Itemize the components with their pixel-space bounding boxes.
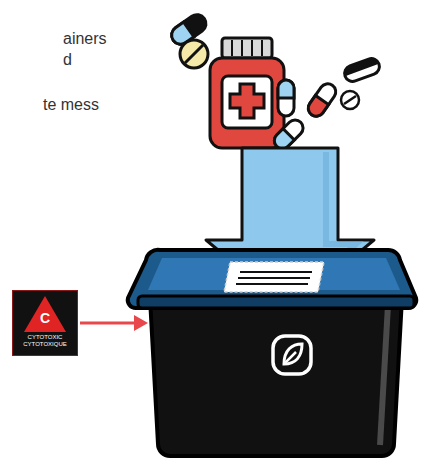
pointer-arrow <box>80 315 148 331</box>
leaf-icon <box>273 336 311 374</box>
bin-shine <box>380 305 388 445</box>
cropped-text: te mess <box>43 96 99 114</box>
bin-lid <box>128 250 417 308</box>
cropped-text: d <box>63 51 72 69</box>
medicine-bottle-icon <box>210 38 284 148</box>
capsule-icon <box>278 80 294 116</box>
round-pill-icon <box>180 40 208 68</box>
arrow-shade <box>326 152 356 258</box>
hazard-letter: C <box>12 311 78 325</box>
capsule-icon <box>342 56 381 83</box>
round-pill-icon <box>341 91 359 109</box>
bin-body <box>150 298 402 456</box>
capsule-icon <box>305 81 339 120</box>
symbol-background <box>13 291 78 356</box>
paper-label <box>224 262 324 292</box>
hazard-caption: CYTOTOXIC CYTOTOXIQUE <box>16 334 74 348</box>
bin-lid-rim <box>138 296 414 308</box>
cropped-text: ainers <box>63 30 107 48</box>
hazard-symbol: C CYTOTOXIC CYTOTOXIQUE <box>12 290 78 356</box>
